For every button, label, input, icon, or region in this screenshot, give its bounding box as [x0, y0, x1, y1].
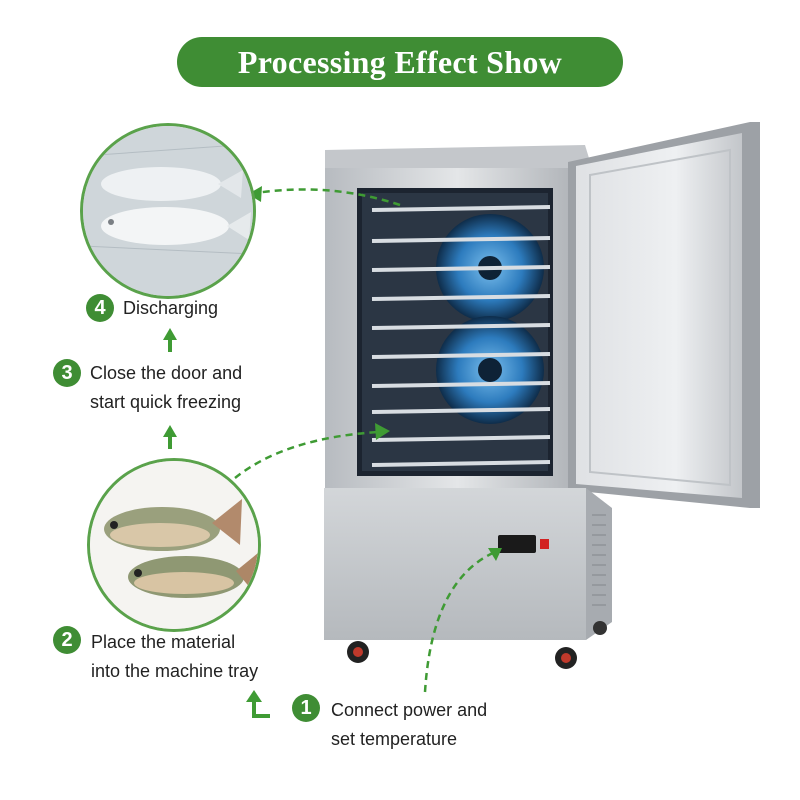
step-3-badge: 3: [53, 359, 81, 387]
corner-arrow-icon: [246, 690, 270, 718]
fan-lower: [436, 316, 544, 424]
fresh-fish-photo: [87, 458, 261, 632]
curved-dashed-arrow-discharge: [255, 188, 401, 207]
step-1-text-line1: Connect power and: [331, 700, 488, 720]
up-arrow-icon: [163, 328, 177, 352]
arrowhead-load: [375, 423, 390, 440]
open-door: [568, 122, 760, 508]
step-2-badge: 2: [53, 626, 81, 654]
curved-dashed-arrow-load: [234, 430, 379, 479]
up-arrow-icon: [163, 425, 177, 449]
page-title: Processing Effect Show: [177, 37, 623, 87]
power-switch[interactable]: [540, 539, 549, 549]
arrowhead-discharge: [248, 186, 262, 202]
frozen-fish-photo: [80, 123, 256, 299]
curved-dashed-arrow-power: [423, 550, 496, 693]
step-1-text-line2: set temperature: [331, 729, 458, 749]
step-4-badge: 4: [86, 294, 114, 322]
compressor-base: [324, 488, 612, 640]
step-2-text-line1: Place the material: [91, 632, 236, 652]
step-1-badge: 1: [292, 694, 320, 722]
caster-wheels: [347, 621, 607, 669]
tray-rack: [371, 205, 551, 467]
step-2-text-line2: into the machine tray: [91, 661, 259, 681]
step-3-text-line1: Close the door and: [90, 363, 243, 383]
step-3-text-line2: start quick freezing: [90, 392, 242, 412]
arrowhead-power: [488, 548, 502, 561]
step-4-text: Discharging: [123, 298, 219, 318]
temperature-controller-panel[interactable]: [498, 535, 536, 553]
